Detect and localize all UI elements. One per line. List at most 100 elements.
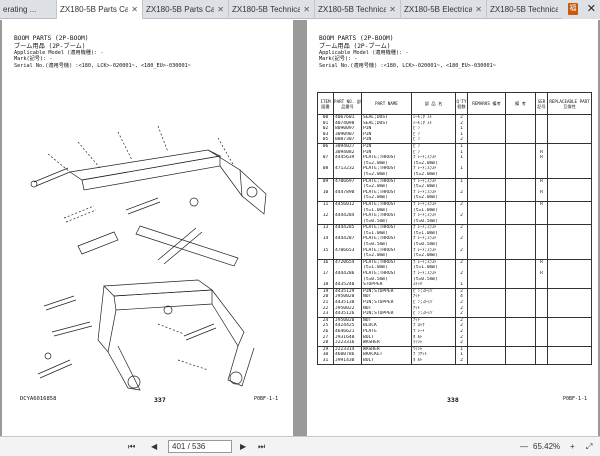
- table-row: (t=0.5mm)(t=0.5mm): [317, 218, 592, 225]
- cell-empty: [547, 126, 592, 132]
- close-icon[interactable]: ✕: [303, 5, 310, 14]
- cell-empty: [547, 253, 592, 260]
- cell-empty: [547, 160, 592, 167]
- close-icon[interactable]: ✕: [586, 3, 596, 15]
- close-icon[interactable]: ✕: [389, 5, 396, 14]
- zoom-out-icon[interactable]: —: [520, 442, 528, 451]
- table-row: (t=2.0mm)(t=2.0mm): [317, 195, 592, 202]
- zoom-in-icon[interactable]: +: [570, 442, 575, 451]
- cell-empty: [547, 345, 592, 353]
- mark: Mark(記号): -: [14, 56, 53, 63]
- fit-page-icon[interactable]: ⤢: [586, 442, 593, 451]
- tab-0[interactable]: erating ...: [0, 0, 57, 19]
- cell-empty: [547, 207, 592, 214]
- cell-empty: [547, 189, 592, 196]
- last-page-icon[interactable]: ⏭: [258, 442, 266, 451]
- col-header: 備 考: [505, 92, 536, 115]
- page-header: BOOM PARTS (2P-BOOM) ブーム用品 (2P-ブーム) Appl…: [14, 35, 191, 69]
- tab-4[interactable]: ZX180-5B Technical M...✕: [315, 0, 401, 19]
- cell-empty: [547, 287, 592, 295]
- boom-exploded-diagram: [30, 125, 267, 391]
- title-en: BOOM PARTS (2P-BOOM): [319, 35, 394, 42]
- col-header: SER 記号: [535, 92, 548, 115]
- page-337: BOOM PARTS (2P-BOOM) ブーム用品 (2P-ブーム) Appl…: [2, 20, 293, 436]
- cell-empty: [547, 311, 592, 318]
- tab-label: ZX180-5B Electrical & ...: [404, 5, 472, 14]
- cell-empty: [547, 294, 592, 300]
- page-338: BOOM PARTS (2P-BOOM) ブーム用品 (2P-ブーム) Appl…: [307, 20, 598, 436]
- close-icon[interactable]: ✕: [131, 5, 138, 14]
- cell-empty: [547, 282, 592, 289]
- cell-jp: ﾎﾞﾙﾄ: [411, 357, 456, 365]
- prev-page-icon[interactable]: ◀: [151, 442, 158, 451]
- page-header: BOOM PARTS (2P-BOOM) ブーム用品 (2P-ブーム) Appl…: [319, 35, 496, 69]
- col-header: PART NAME: [361, 92, 412, 115]
- cell-empty: [547, 230, 592, 237]
- page-number-input[interactable]: 401 / 536: [168, 440, 232, 453]
- tab-label: ZX180-5B Parts Catalo...: [146, 5, 214, 14]
- cell-empty: [547, 352, 592, 358]
- tab-label: ZX180-5B Technical M...: [232, 5, 300, 14]
- cell-empty: [547, 142, 592, 150]
- tab-label: ZX180-5B Technical M...: [318, 5, 386, 14]
- first-page-icon[interactable]: ⏮: [128, 442, 136, 451]
- tab-2[interactable]: ZX180-5B Parts Catalo...✕: [143, 0, 229, 19]
- next-page-icon[interactable]: ▶: [240, 442, 247, 451]
- cell-empty: [547, 184, 592, 190]
- tab-3[interactable]: ZX180-5B Technical M...✕: [229, 0, 315, 19]
- cell-empty: [547, 323, 592, 329]
- viewer-toolbar: ⏮ ◀ 401 / 536 ▶ ⏭ — 65.42% + ⤢: [0, 436, 600, 456]
- cell-empty: [547, 218, 592, 225]
- cell-r: [535, 357, 548, 365]
- cell-empty: [547, 276, 592, 283]
- col-header: REMARKS 備考: [467, 92, 506, 115]
- cell-empty: [547, 195, 592, 202]
- serial-no: Serial No.(適用号機) :<180, LCK>-020001~, <1…: [14, 62, 191, 69]
- cell-empty: [547, 247, 592, 254]
- close-icon[interactable]: ✕: [475, 5, 482, 14]
- tab-1[interactable]: ZX180-5B Parts Catalog...✕: [57, 0, 143, 19]
- cell-part: J991430: [333, 357, 362, 365]
- tab-6[interactable]: ZX180-5B Technical M...✕: [487, 0, 573, 19]
- cell-empty: [547, 271, 592, 277]
- cell-empty: [547, 166, 592, 172]
- app-badge-icon[interactable]: 福: [568, 3, 578, 15]
- cell-empty: [547, 120, 592, 127]
- cell-empty: [547, 155, 592, 161]
- table-row: (t=1.0mm)(t=1.0mm): [317, 207, 592, 214]
- cell-empty: [547, 200, 592, 208]
- parts-table: ITEM 図番 PART NO. 部品番号 PART NAME 部 品 名 Q'…: [317, 92, 592, 365]
- zoom-level[interactable]: 65.42%: [533, 442, 561, 451]
- table-row: (t=2.0mm)(t=2.0mm): [317, 160, 592, 167]
- document-area[interactable]: BOOM PARTS (2P-BOOM) ブーム用品 (2P-ブーム) Appl…: [0, 20, 600, 436]
- page-number: 338: [447, 396, 459, 404]
- cell-empty: [547, 300, 592, 306]
- cell-empty: [505, 357, 536, 365]
- cell-empty: [547, 334, 592, 341]
- cell-item: 31: [317, 357, 334, 365]
- image-reference: DCYA6016858: [20, 396, 57, 402]
- tab-5[interactable]: ZX180-5B Electrical & ...✕: [401, 0, 487, 19]
- close-icon[interactable]: ✕: [217, 5, 224, 14]
- tab-bar: erating ... ZX180-5B Parts Catalog...✕ Z…: [0, 0, 600, 19]
- page-number: 337: [154, 396, 166, 404]
- mark: Mark(記号): -: [319, 56, 358, 63]
